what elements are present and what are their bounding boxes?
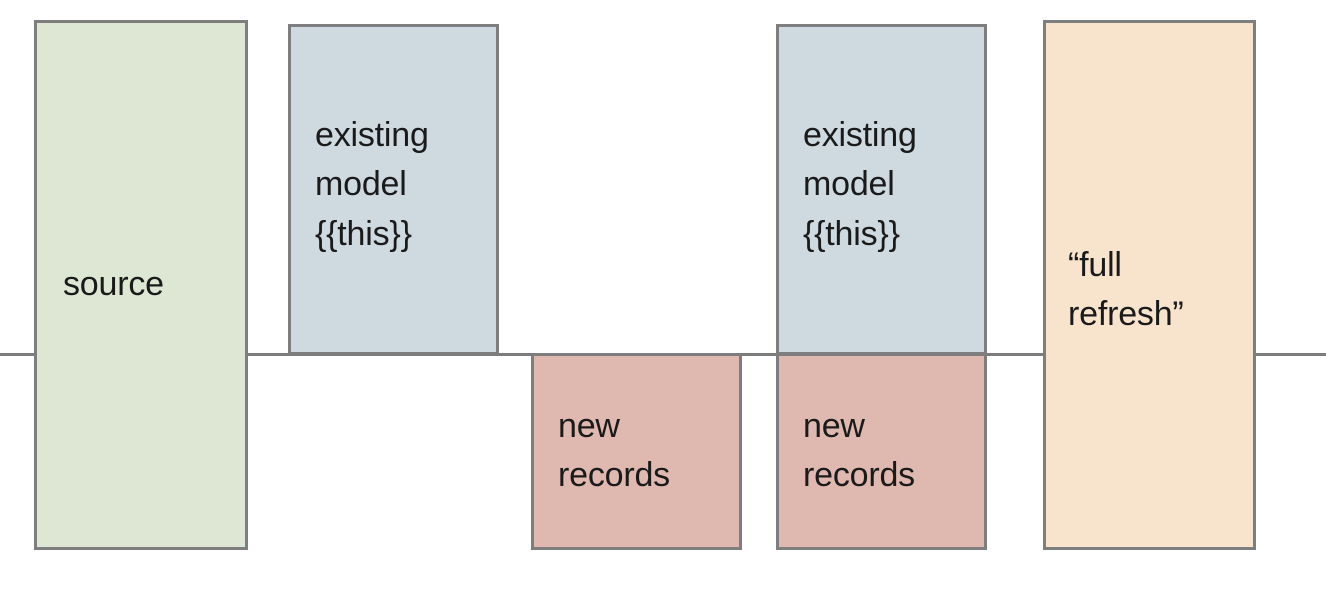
box-full-refresh-label: “full refresh” [1068, 246, 1184, 334]
box-existing-model-2-label: existing model {{this}} [803, 116, 917, 253]
box-existing-model-2[interactable]: existing model {{this}} [776, 24, 987, 355]
box-full-refresh[interactable]: “full refresh” [1043, 20, 1256, 550]
box-source[interactable]: source [34, 20, 248, 550]
box-new-records-2-label: new records [803, 407, 915, 495]
box-source-label: source [63, 265, 164, 304]
box-new-records-1-label: new records [558, 407, 670, 495]
box-new-records-2[interactable]: new records [776, 353, 987, 550]
box-existing-model-1[interactable]: existing model {{this}} [288, 24, 499, 355]
box-new-records-1[interactable]: new records [531, 353, 742, 550]
box-existing-model-1-label: existing model {{this}} [315, 116, 429, 253]
